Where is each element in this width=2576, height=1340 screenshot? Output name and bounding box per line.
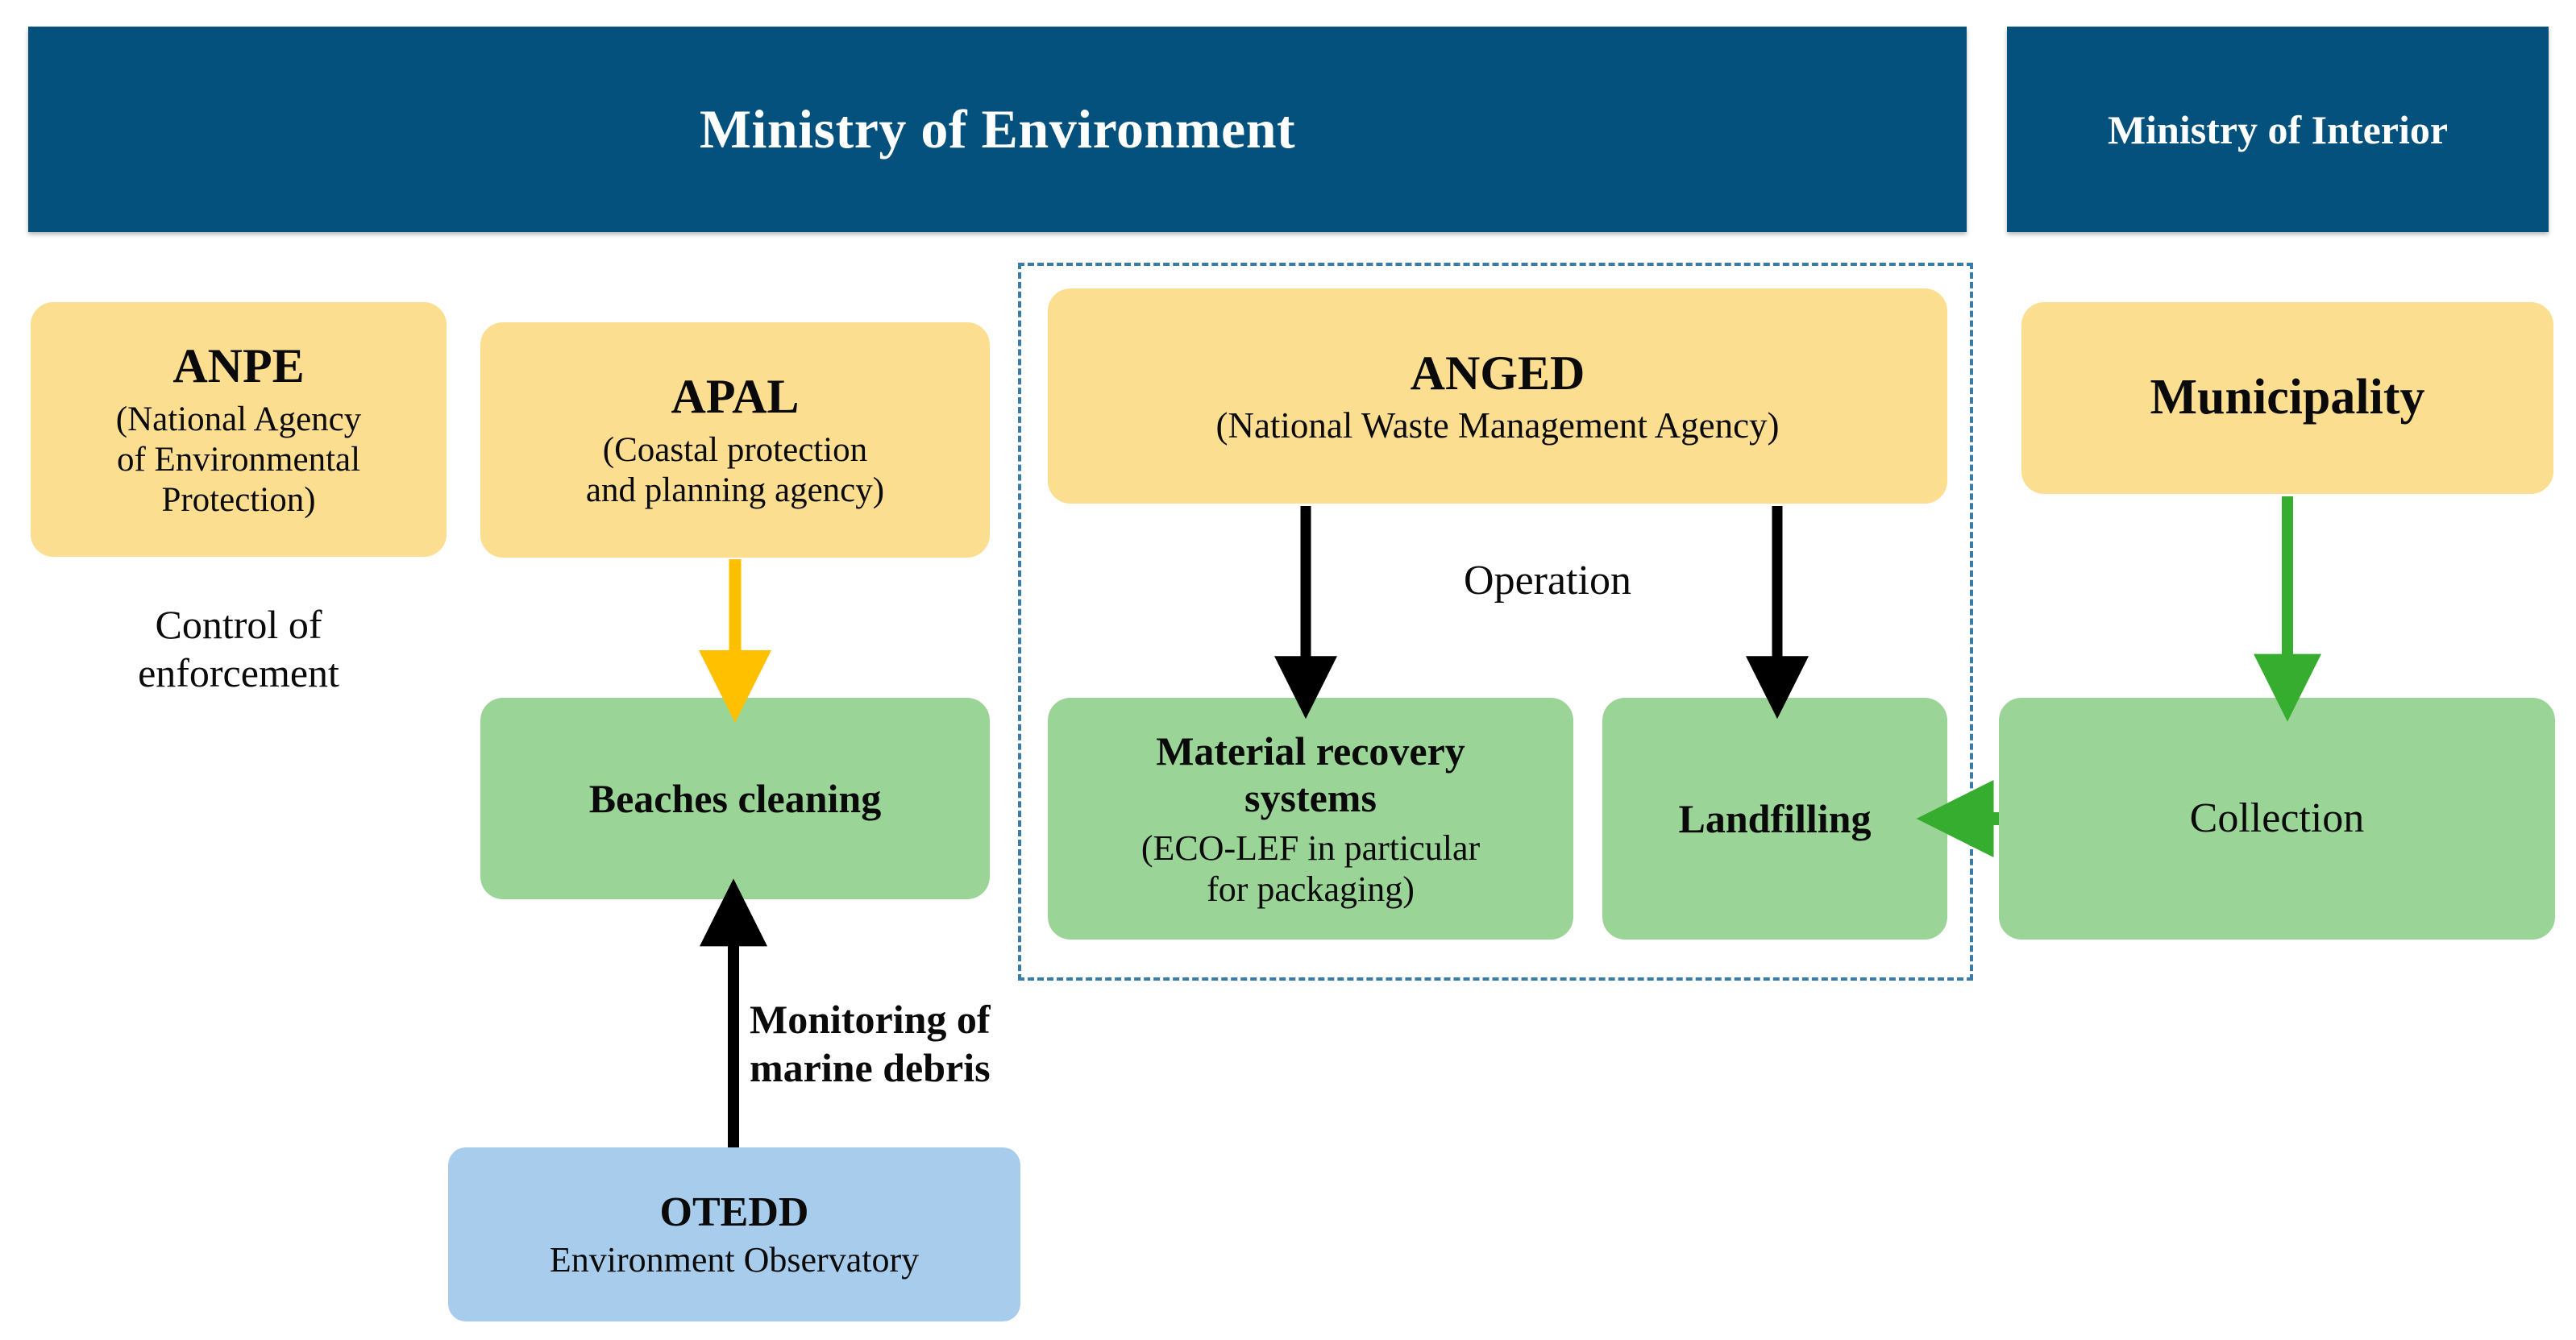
- node-beaches-cleaning[interactable]: Beaches cleaning: [480, 698, 990, 899]
- node-anpe-title: ANPE: [172, 339, 305, 393]
- operation-scope-boundary: [1018, 263, 1973, 981]
- node-otedd-subtitle: Environment Observatory: [549, 1239, 920, 1280]
- node-municipality-title: Municipality: [2150, 370, 2425, 425]
- node-otedd-title: OTEDD: [659, 1189, 809, 1236]
- ministry-of-interior-header: Ministry of Interior: [2007, 27, 2549, 232]
- node-municipality[interactable]: Municipality: [2021, 302, 2553, 494]
- node-collection[interactable]: Collection: [1999, 698, 2555, 940]
- ministry-of-environment-header: Ministry of Environment: [28, 27, 1967, 232]
- node-landfilling-title: Landfilling: [1678, 796, 1872, 841]
- node-anged-subtitle: (National Waste Management Agency): [1215, 405, 1780, 446]
- node-landfilling[interactable]: Landfilling: [1602, 698, 1947, 940]
- node-apal-title: APAL: [671, 370, 800, 424]
- ministry-of-environment-label: Ministry of Environment: [699, 98, 1296, 160]
- node-beaches-cleaning-title: Beaches cleaning: [588, 776, 882, 821]
- node-anged[interactable]: ANGED (National Waste Management Agency): [1048, 288, 1947, 504]
- node-anged-title: ANGED: [1410, 346, 1585, 400]
- ministry-of-interior-label: Ministry of Interior: [2107, 106, 2449, 152]
- node-collection-title: Collection: [2189, 794, 2365, 841]
- node-otedd[interactable]: OTEDD Environment Observatory: [448, 1147, 1020, 1321]
- label-operation: Operation: [1464, 558, 1631, 604]
